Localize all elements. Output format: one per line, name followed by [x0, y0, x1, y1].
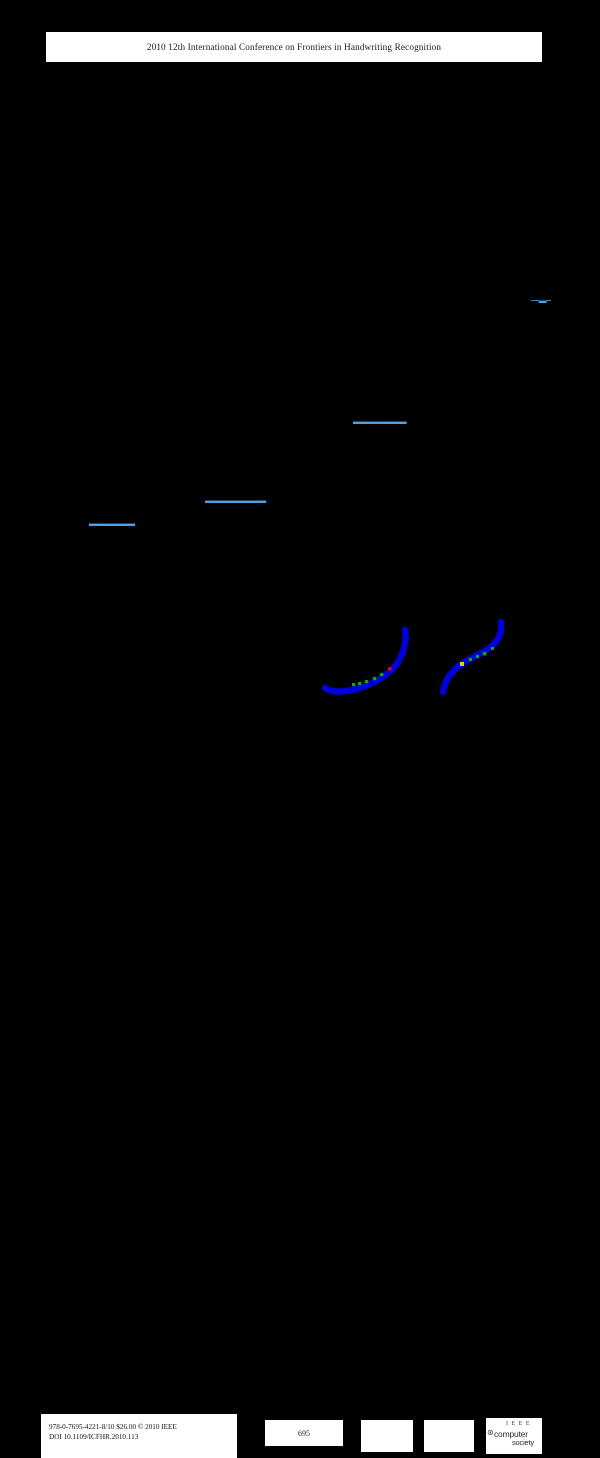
logo-ieee-text: I E E E [506, 1421, 531, 1427]
page-footer: 978-0-7695-4221-8/10 $26.00 © 2010 IEEE … [0, 706, 600, 1458]
segmentation-marker [380, 673, 384, 677]
running-title: 2010 12th International Conference on Fr… [146, 42, 442, 52]
page-number: 695 [298, 1428, 310, 1438]
segmentation-marker [365, 680, 369, 684]
blue-text-fragment-mid-left: ▬▬▬▬▬▬▬▬ [205, 497, 266, 505]
end-point-marker [388, 667, 392, 671]
segmentation-marker [352, 683, 356, 687]
blue-text-fragment-right-upper: —▬— [531, 297, 551, 305]
page-body-region [46, 70, 542, 700]
copyright-doi-line: DOI 10.1109/ICFHR.2010.113 [49, 1433, 139, 1442]
stroke-path-right [439, 618, 505, 696]
page-number-box: 695 [265, 1420, 343, 1446]
segmentation-marker [469, 658, 472, 661]
handwriting-stroke-figures [300, 612, 540, 702]
segmentation-marker [483, 652, 487, 656]
footer-blank-box-2 [424, 1420, 474, 1452]
blue-text-fragment-lower-left: ▬▬▬▬▬▬ [89, 520, 135, 528]
logo-society-text: society [512, 1438, 534, 1447]
copyright-box: 978-0-7695-4221-8/10 $26.00 © 2010 IEEE … [41, 1414, 237, 1458]
segmentation-marker [373, 677, 377, 681]
segmentation-marker [358, 682, 362, 686]
segmentation-marker [491, 647, 494, 650]
copyright-isbn-line: 978-0-7695-4221-8/10 $26.00 © 2010 IEEE [49, 1423, 177, 1431]
stroke-path-left [321, 626, 409, 695]
footer-blank-box-1 [361, 1420, 413, 1452]
segmentation-marker [476, 655, 479, 658]
stroke-figure-svg [321, 618, 505, 696]
running-header-bar: 2010 12th International Conference on Fr… [46, 32, 542, 62]
ieee-computer-society-logo: ⊛ I E E E computer society [486, 1418, 542, 1454]
blue-text-fragment-mid-center: ▬▬▬▬▬▬▬ [353, 418, 407, 426]
stroke-left-u-curve [321, 626, 409, 695]
paper-page: 2010 12th International Conference on Fr… [0, 32, 600, 1458]
stroke-right-s-curve [439, 618, 505, 696]
start-point-marker [460, 662, 464, 666]
